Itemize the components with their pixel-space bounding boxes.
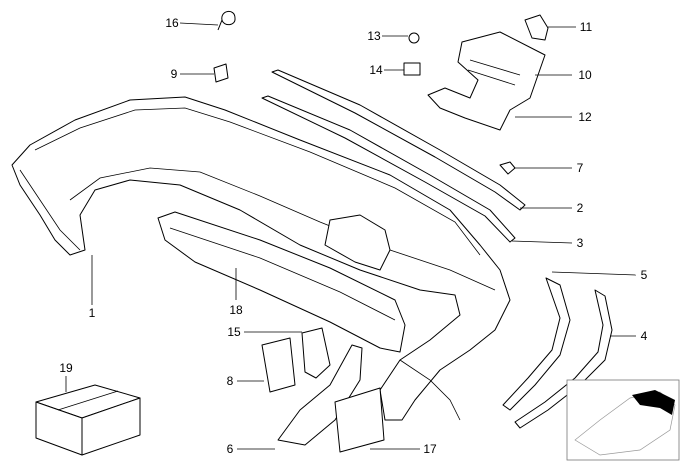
screw-7[interactable]	[499, 161, 516, 175]
callout-4[interactable]: 4	[640, 329, 648, 343]
clip-14[interactable]	[403, 62, 421, 76]
callout-18[interactable]: 18	[229, 303, 243, 317]
callout-7[interactable]: 7	[576, 161, 584, 175]
callout-1[interactable]: 1	[88, 306, 96, 320]
callout-3[interactable]: 3	[576, 236, 584, 250]
cable-16[interactable]	[217, 11, 236, 31]
callout-14[interactable]: 14	[369, 63, 383, 77]
bracket-15[interactable]	[301, 327, 331, 379]
plate-17[interactable]	[334, 387, 385, 453]
leader-lines	[65, 22, 637, 450]
diffuser-panel[interactable]	[157, 211, 406, 353]
upper-trim-strip[interactable]	[271, 69, 526, 211]
callout-16[interactable]: 16	[165, 16, 179, 30]
callout-12[interactable]: 12	[578, 110, 592, 124]
callout-8[interactable]: 8	[226, 374, 234, 388]
corner-strip-inner[interactable]	[514, 289, 613, 429]
bracket-8[interactable]	[261, 337, 296, 393]
corner-strip-outer[interactable]	[502, 277, 571, 411]
callout-2[interactable]: 2	[576, 201, 584, 215]
repair-kit-box[interactable]	[35, 384, 141, 456]
center-bracket[interactable]	[324, 214, 391, 271]
clip-11[interactable]	[524, 14, 549, 41]
callout-9[interactable]: 9	[170, 67, 178, 81]
callout-19[interactable]: 19	[59, 361, 73, 375]
nut-13[interactable]	[408, 32, 420, 44]
mounting-bracket[interactable]	[427, 31, 546, 131]
callout-17[interactable]: 17	[423, 442, 437, 456]
callout-15[interactable]: 15	[227, 325, 241, 339]
lower-trim-strip[interactable]	[261, 95, 516, 243]
clip-9[interactable]	[213, 63, 229, 83]
vehicle-location-thumbnail	[566, 379, 680, 461]
callout-10[interactable]: 10	[578, 68, 592, 82]
callout-6[interactable]: 6	[226, 442, 234, 456]
callout-11[interactable]: 11	[579, 20, 593, 34]
callout-13[interactable]: 13	[367, 29, 381, 43]
bracket-6[interactable]	[277, 344, 363, 446]
callout-5[interactable]: 5	[640, 268, 648, 282]
